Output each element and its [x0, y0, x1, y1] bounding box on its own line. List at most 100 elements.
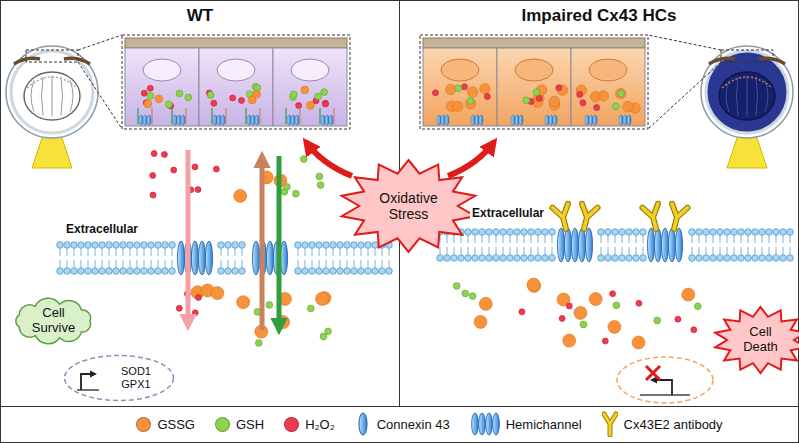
molecule-dot [211, 287, 224, 300]
lipid-head [752, 255, 759, 262]
lipid-head [703, 229, 710, 236]
lipid-tail [468, 247, 469, 255]
node-shape [63, 354, 175, 402]
lipid-head [759, 229, 766, 236]
lipid-head [598, 229, 605, 236]
hemichannel-icon [492, 413, 499, 435]
molecule-dot [192, 310, 198, 316]
molecule-dot [574, 306, 587, 319]
molecule-dot [166, 101, 173, 108]
mini-hemichannel [479, 115, 483, 125]
molecule-dot [610, 291, 616, 297]
connexin [564, 228, 571, 262]
antibody-outline [666, 204, 687, 231]
molecule-dot [141, 90, 147, 96]
antibody-body [552, 204, 573, 231]
lipid-tail [545, 247, 546, 255]
mini-hemichannel [295, 115, 299, 125]
molecule-dot [307, 102, 315, 110]
lipid-tail [538, 247, 539, 255]
lipid-head [106, 242, 113, 249]
molecule-dot [176, 305, 182, 311]
lipid-tail [326, 260, 327, 268]
lipid-head [710, 255, 717, 262]
mini-hemichannel [321, 115, 325, 125]
lipid-head [486, 229, 493, 236]
mini-hemichannel [143, 115, 147, 125]
lipid-tail [305, 260, 306, 268]
lipid-tail [601, 247, 602, 255]
lipid-head [309, 268, 316, 275]
lipid-tail [221, 248, 222, 256]
text-wrap: Cell Survive [9, 297, 98, 345]
gsh-influx-arrow [277, 156, 282, 330]
molecule-dot [144, 100, 152, 108]
mini-flow [185, 108, 186, 124]
lipid-tail [622, 235, 623, 243]
lipid-head [766, 229, 773, 236]
connexin [647, 228, 654, 262]
cloud-outline [16, 298, 91, 344]
nucleus [441, 59, 479, 81]
lipid-head [351, 242, 358, 249]
text-wrap: SOD1GPX1 [63, 354, 175, 402]
mini-hemichannel [291, 115, 295, 125]
lipid-tail [461, 235, 462, 243]
lipid-tail [482, 235, 483, 243]
cell [497, 48, 571, 126]
zoom-frame [122, 35, 350, 129]
lipid-tail [608, 235, 609, 243]
lipid-tail [228, 260, 229, 268]
lipid-tail [720, 247, 721, 255]
lipid-tail [643, 247, 644, 255]
lens-fiber [737, 77, 739, 116]
lipid-head [309, 242, 316, 249]
lipid-head [113, 268, 120, 275]
lipid-head [99, 268, 106, 275]
panel: WTCell SurviveSOD1GPX1 [0, 0, 400, 407]
antibody-body [666, 204, 687, 231]
lipid-tail [340, 248, 341, 256]
mini-flow [319, 108, 320, 124]
lens [24, 72, 80, 120]
lipid-head [155, 242, 162, 249]
zoom-line [648, 35, 721, 50]
connexin [585, 228, 592, 262]
molecule-dot [266, 302, 273, 309]
lipid-head [169, 242, 176, 249]
gene-region [617, 357, 713, 403]
lipid-head [302, 268, 309, 275]
lipid-tail [776, 235, 777, 243]
lipid-tail [643, 235, 644, 243]
lipid-head [372, 268, 379, 275]
lipid-tail [235, 260, 236, 268]
molecule-dot [301, 86, 309, 94]
lipid-tail [102, 260, 103, 268]
lipid-tail [454, 247, 455, 255]
lipid-tail [762, 235, 763, 243]
lipid-head [542, 255, 549, 262]
lipid-head [535, 229, 542, 236]
lipid-tail [305, 248, 306, 256]
molecule-dot [150, 173, 156, 179]
molecule-dot [519, 309, 525, 315]
iris [64, 58, 90, 64]
molecule-dot [192, 164, 198, 170]
mini-hemichannel [147, 115, 151, 125]
lipid-head [472, 255, 479, 262]
cell [423, 48, 497, 126]
lipid-tail [713, 235, 714, 243]
lipid-tail [74, 248, 75, 256]
lipid-head [169, 268, 176, 275]
lipid-tail [144, 248, 145, 256]
legend-bar: GSSGGSHH₂O₂Connexin 43HemichannelCx43E2 … [0, 406, 799, 443]
lipid-head [316, 268, 323, 275]
molecule-dot [211, 100, 217, 106]
lipid-head [344, 242, 351, 249]
mini-hemichannel [329, 115, 333, 125]
gene-oval: SOD1GPX1 [63, 354, 175, 402]
lipid-tail [496, 235, 497, 243]
lipid-tail [137, 260, 138, 268]
lipid-head [57, 242, 64, 249]
mini-hemichannel [221, 115, 225, 125]
